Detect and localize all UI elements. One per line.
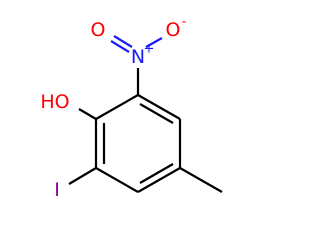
- substituents: [68, 35, 223, 193]
- benzene-ring: [94, 94, 182, 193]
- methyl-bond: [179, 167, 223, 193]
- hydroxyl-label: HO: [40, 91, 69, 113]
- bond-n-o-double-b: [110, 40, 130, 53]
- bond-c1-c2: [95, 94, 139, 120]
- bond-c2-c3: [137, 94, 181, 120]
- oxygen-double-label: O: [91, 19, 106, 41]
- nitrogen-charge: +: [144, 42, 155, 57]
- bond-c2-c3-inner: [139, 103, 174, 124]
- bond-c4-c5: [137, 167, 181, 193]
- oxygen-single-label: O: [166, 19, 181, 41]
- bond-c4-c5-inner: [139, 163, 174, 184]
- oxygen-charge: -: [182, 15, 187, 30]
- bond-c6-i: [68, 167, 97, 185]
- bond-n-o-single: [145, 37, 163, 48]
- bond-c5-c6: [95, 167, 139, 193]
- molecule-structure: HO N + O O - I: [40, 15, 223, 202]
- bond-c1-oh: [78, 108, 97, 120]
- iodine-label: I: [54, 179, 60, 201]
- nitrogen-label: N: [131, 46, 145, 68]
- bond-n-o-double-a: [113, 35, 133, 48]
- atom-labels: HO N + O O - I: [40, 15, 186, 202]
